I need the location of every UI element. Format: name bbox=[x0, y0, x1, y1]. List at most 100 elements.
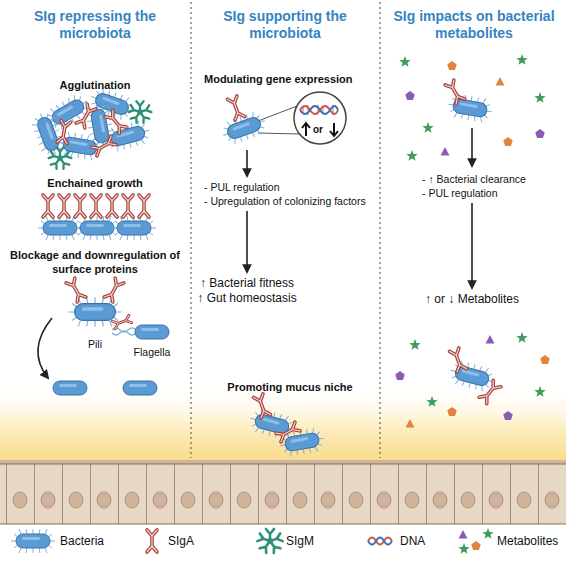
metabolite bbox=[503, 137, 513, 146]
bacterium bbox=[446, 92, 493, 123]
outcome-text-box: - ↑ Bacterial clearance- PUL regulation bbox=[422, 172, 557, 200]
siga-antibody bbox=[76, 104, 96, 128]
outcome-text: - Upregulation of colonizing factors bbox=[204, 194, 376, 208]
agglutination-cluster bbox=[29, 85, 152, 169]
legend-symbols bbox=[11, 528, 494, 554]
column-heading: SIg repressing the microbiota bbox=[33, 8, 158, 42]
legend-label: Metabolites bbox=[497, 534, 558, 548]
legend-dna bbox=[368, 538, 392, 545]
legend-metabolite bbox=[458, 543, 469, 554]
bacterium bbox=[53, 381, 87, 395]
section-label: Pili bbox=[78, 338, 112, 351]
metabolite bbox=[535, 129, 545, 138]
down-arrow bbox=[330, 123, 338, 136]
bacterium bbox=[278, 426, 325, 457]
legend-label: SIgA bbox=[168, 534, 194, 548]
bacterium bbox=[248, 407, 297, 442]
section-label: Flagella bbox=[126, 346, 178, 359]
outcome-text: - PUL regulation bbox=[422, 186, 557, 200]
siga-antibody bbox=[91, 195, 101, 217]
metabolite bbox=[399, 56, 410, 67]
metabolite bbox=[447, 61, 457, 70]
up-arrow bbox=[302, 123, 310, 136]
outcome-text: ↑ Gut homeostasis bbox=[192, 291, 302, 306]
gene-expression-illustration bbox=[219, 92, 346, 176]
metabolite bbox=[503, 411, 513, 420]
siga-antibody bbox=[479, 380, 501, 403]
section-label: Blockage and downregulation of surface p… bbox=[5, 248, 185, 276]
metabolite bbox=[516, 54, 527, 65]
metabolite bbox=[447, 407, 457, 416]
epithelium bbox=[0, 464, 566, 524]
legend-label: DNA bbox=[400, 534, 425, 548]
sigm-antibody bbox=[49, 147, 72, 169]
brush-border bbox=[0, 460, 566, 464]
siga-antibody bbox=[112, 315, 131, 329]
section-label: or bbox=[308, 124, 328, 136]
legend-bacterium bbox=[11, 529, 55, 553]
column-divider bbox=[191, 2, 192, 458]
mucus-niche-illustration bbox=[248, 394, 326, 458]
siga-antibody bbox=[254, 394, 271, 418]
dna-strand bbox=[300, 106, 338, 114]
outcome-text: - ↑ Bacterial clearance bbox=[422, 172, 557, 186]
siga-antibody bbox=[107, 195, 117, 217]
siga-antibody bbox=[59, 195, 69, 217]
outcome-text: - PUL regulation bbox=[204, 180, 376, 194]
section-label: Agglutination bbox=[20, 78, 170, 92]
siga-antibody bbox=[123, 195, 133, 217]
magnifier-circle bbox=[294, 92, 346, 144]
mucus-layer bbox=[0, 388, 566, 462]
flow-arrow bbox=[246, 211, 248, 272]
blockage-illustration bbox=[38, 278, 169, 395]
metabolite bbox=[422, 122, 433, 133]
flow-arrow bbox=[246, 150, 248, 176]
epithelium-edge bbox=[0, 464, 566, 465]
legend-siga bbox=[147, 530, 157, 552]
bacterium bbox=[123, 381, 157, 395]
section-label: Enchained growth bbox=[20, 176, 170, 190]
column-band: - ↑ Bacterial clearance- PUL regulation ↑… bbox=[382, 0, 566, 455]
bacterium bbox=[112, 216, 156, 240]
column-divider bbox=[380, 2, 381, 458]
metabolite bbox=[516, 332, 527, 343]
metabolite bbox=[486, 335, 495, 344]
legend-metabolite bbox=[482, 528, 493, 539]
metabolite bbox=[409, 339, 420, 350]
legend-metabolite bbox=[459, 530, 468, 539]
bacterium bbox=[448, 359, 497, 394]
sigm-antibody bbox=[129, 101, 152, 123]
section-label: Promoting mucus niche bbox=[205, 380, 375, 394]
legend-label: Bacteria bbox=[60, 534, 104, 548]
magnifier-line bbox=[258, 133, 300, 134]
metabolite bbox=[426, 396, 437, 407]
legend-entry: Metabolites bbox=[497, 534, 558, 549]
outcome-text-box: ↑ Bacterial fitness↑ Gut homeostasis bbox=[192, 276, 302, 306]
siga-antibody bbox=[139, 195, 149, 217]
legend-label: SIgM bbox=[286, 534, 314, 548]
metabolite bbox=[534, 386, 545, 397]
enchained-chain bbox=[38, 195, 156, 240]
legend-entry: Bacteria bbox=[60, 534, 104, 549]
legend-entry: SIgA bbox=[168, 534, 194, 549]
siga-antibody bbox=[276, 422, 300, 442]
flow-arrow bbox=[471, 203, 473, 288]
dna-strand bbox=[300, 106, 338, 114]
legend-sigm bbox=[257, 529, 282, 553]
legend-dna bbox=[368, 538, 392, 545]
siga-antibody bbox=[66, 278, 86, 302]
column-heading: SIg impacts on bacterial metabolites bbox=[385, 8, 563, 42]
metabolite bbox=[540, 355, 550, 364]
siga-antibody bbox=[450, 348, 467, 372]
metabolites-illustration bbox=[395, 332, 550, 428]
metabolite bbox=[395, 371, 405, 380]
magnifier-line bbox=[258, 106, 297, 121]
siga-antibody bbox=[92, 136, 116, 156]
metabolites-illustration bbox=[399, 54, 545, 166]
siga-antibody bbox=[228, 96, 245, 120]
siga-antibody bbox=[104, 278, 124, 302]
flow-arrow bbox=[471, 128, 473, 166]
outcome-text: ↑ or ↓ Metabolites bbox=[412, 292, 532, 307]
metabolite bbox=[441, 147, 450, 156]
